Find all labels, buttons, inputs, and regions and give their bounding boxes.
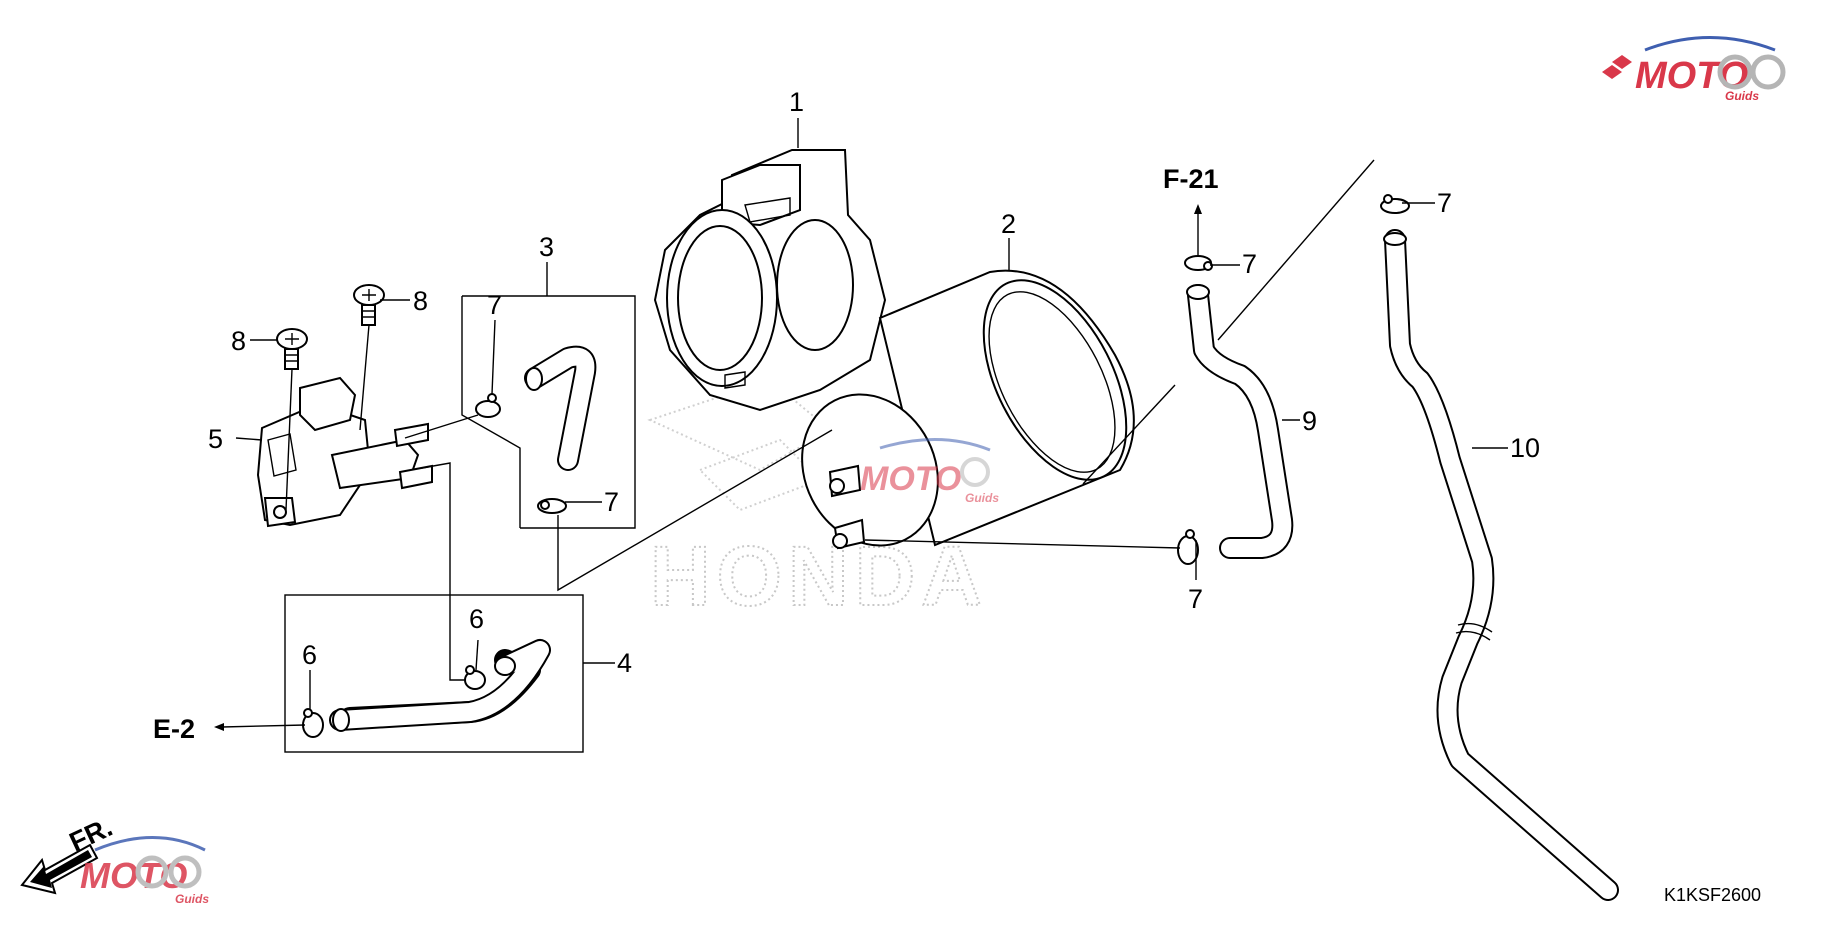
callout-7-e: 7 [1437, 188, 1452, 218]
part-9-hose [1186, 284, 1294, 559]
callout-7-c: 7 [1242, 249, 1257, 279]
callout-1: 1 [789, 87, 804, 117]
part-8-screw-a [276, 328, 308, 370]
callout-numbers: 1 2 3 4 5 6 6 7 7 7 7 7 8 8 9 10 [208, 87, 1540, 678]
part-8-screw-b [353, 284, 385, 326]
part-1-air-cover [653, 149, 887, 412]
watermark-top-right: MOTO Guids [1602, 36, 1786, 103]
reference-e2: E-2 [153, 714, 195, 744]
callout-4: 4 [617, 648, 632, 678]
clamp-7-part3-bottom [537, 498, 567, 514]
watermark-center-sub: Guids [965, 491, 999, 505]
watermark-bottom-sub: Guids [175, 892, 209, 906]
part-3-hose [524, 345, 597, 471]
watermark-center: MOTO Guids [860, 437, 999, 505]
reference-f21: F-21 [1163, 164, 1219, 194]
watermark-sub: Guids [1725, 89, 1759, 103]
callout-7-a: 7 [487, 290, 502, 320]
callout-6-a: 6 [302, 640, 317, 670]
diagram-code: K1KSF2600 [1664, 885, 1761, 905]
part-5-solenoid-valve [256, 376, 433, 528]
watermark-bottom-left: MOTO Guids [80, 836, 209, 906]
callout-6-b: 6 [469, 604, 484, 634]
watermark-brand: MOTO [1635, 55, 1748, 97]
leader-lines [214, 118, 1508, 731]
clamp-6-part4 [464, 665, 486, 690]
watermark-center-brand: MOTO [860, 460, 961, 498]
clamp-7-part10 [1380, 194, 1410, 214]
honda-background-mark: HONDA [647, 378, 988, 624]
honda-text: HONDA [650, 529, 988, 623]
callout-2: 2 [1001, 209, 1016, 239]
callout-7-d: 7 [1188, 584, 1203, 614]
clamp-7-f21 [1184, 255, 1213, 271]
part-4-hose [329, 639, 551, 732]
clamp-6-e2 [302, 708, 324, 738]
part-10-hose [1383, 229, 1619, 901]
part-2-canister [801, 269, 1135, 550]
callout-10: 10 [1510, 433, 1540, 463]
callout-9: 9 [1302, 406, 1317, 436]
part-3-box [461, 295, 636, 529]
callout-7-b: 7 [604, 487, 619, 517]
callout-5: 5 [208, 424, 223, 454]
callout-8-b: 8 [413, 286, 428, 316]
clamp-7-part3-top [475, 393, 501, 418]
front-direction-label: FR. [65, 812, 117, 858]
part-4-box [284, 594, 584, 753]
clamp-7-canister [1177, 529, 1199, 565]
callout-8-a: 8 [231, 326, 246, 356]
callout-3: 3 [539, 232, 554, 262]
